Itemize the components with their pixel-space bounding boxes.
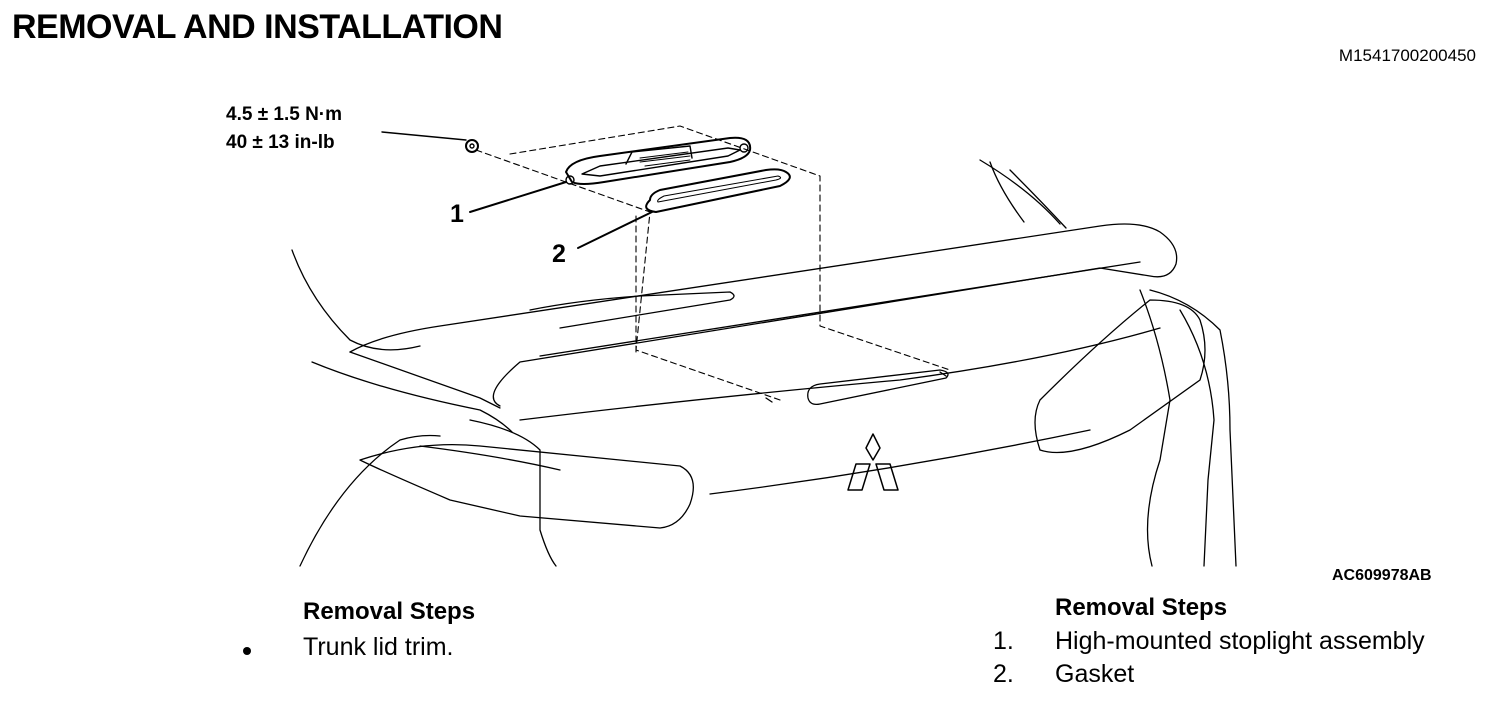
- torque-metric: 4.5 ± 1.5 N·m: [226, 104, 343, 125]
- torque-leader-line: [381, 131, 467, 141]
- bullet-icon: [243, 647, 251, 655]
- right-step-item: High-mounted stoplight assembly: [1055, 627, 1425, 655]
- left-step-item: Trunk lid trim.: [303, 633, 454, 661]
- document-id: M1541700200450: [1338, 46, 1476, 65]
- gasket: [645, 168, 791, 213]
- right-steps-heading: Removal Steps: [1055, 594, 1228, 621]
- car-body-outline: [291, 159, 1237, 567]
- right-step-item: Gasket: [1055, 660, 1135, 688]
- page-title: REMOVAL AND INSTALLATION: [12, 8, 503, 46]
- right-step-number: 1.: [993, 627, 1014, 655]
- callout1-leader-line: [469, 181, 567, 213]
- callout2-leader-line: [577, 211, 653, 249]
- stoplight-assembly: [565, 136, 752, 185]
- installation-guide-lines: [475, 125, 951, 401]
- callout-1: 1: [450, 200, 464, 228]
- callout-2: 2: [552, 240, 566, 268]
- left-steps-heading: Removal Steps: [303, 598, 476, 625]
- bolt-icon: [465, 139, 479, 153]
- right-step-number: 2.: [993, 660, 1014, 688]
- mitsubishi-logo: [847, 433, 899, 491]
- torque-imperial: 40 ± 13 in-lb: [226, 132, 335, 153]
- figure-id: AC609978AB: [1332, 567, 1432, 584]
- torque-spec: 4.5 ± 1.5 N·m 40 ± 13 in-lb: [226, 101, 342, 157]
